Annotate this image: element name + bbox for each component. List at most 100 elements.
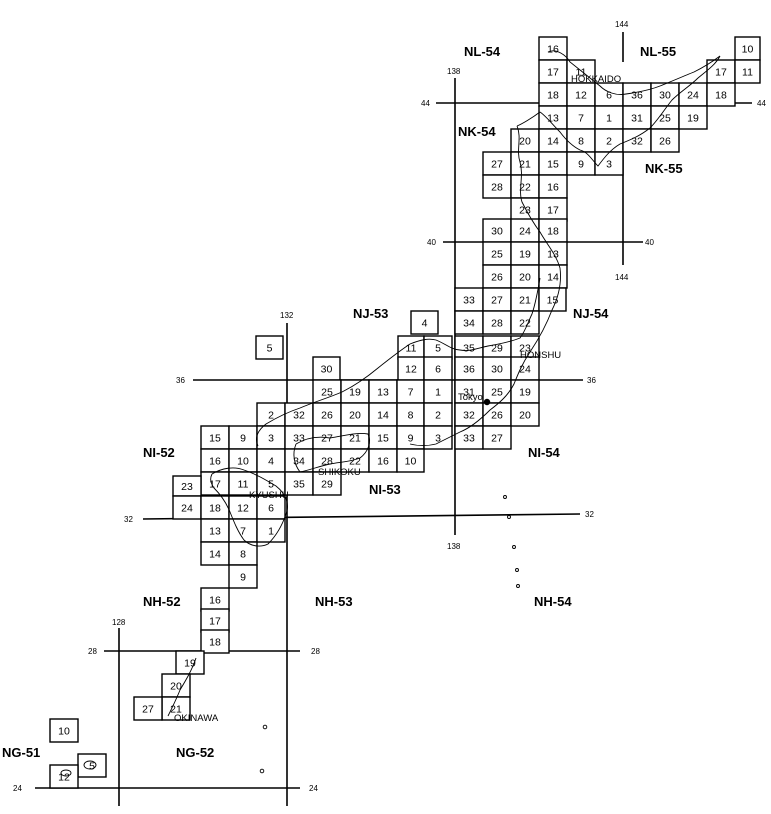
index-cell[interactable]: 34 xyxy=(454,310,484,335)
index-cell[interactable]: 15 xyxy=(538,287,567,312)
index-cell[interactable]: 3 xyxy=(256,425,286,450)
index-cell[interactable]: 32 xyxy=(284,402,314,427)
index-cell[interactable]: 7 xyxy=(566,105,596,130)
index-cell[interactable]: 14 xyxy=(200,541,230,566)
index-cell[interactable]: 4 xyxy=(256,448,286,473)
index-cell[interactable]: 26 xyxy=(482,402,512,427)
index-cell[interactable]: 20 xyxy=(510,402,540,427)
index-cell[interactable]: 27 xyxy=(482,287,512,312)
index-cell[interactable]: 12 xyxy=(566,82,596,107)
index-cell[interactable]: 19 xyxy=(678,105,708,130)
index-cell[interactable]: 28 xyxy=(482,310,512,335)
index-cell[interactable]: 27 xyxy=(133,696,163,721)
index-cell[interactable]: 3 xyxy=(423,425,453,450)
index-cell[interactable]: 35 xyxy=(284,471,314,496)
index-cell[interactable]: 18 xyxy=(538,218,568,243)
index-cell[interactable]: 24 xyxy=(678,82,708,107)
index-cell[interactable]: 14 xyxy=(538,264,568,289)
index-cell[interactable]: 17 xyxy=(706,59,736,84)
index-cell[interactable]: 33 xyxy=(454,287,484,312)
index-cell[interactable]: 1 xyxy=(256,518,286,543)
index-cell[interactable]: 15 xyxy=(200,425,230,450)
index-cell[interactable]: 16 xyxy=(538,36,568,61)
index-cell[interactable]: 14 xyxy=(538,128,568,153)
index-cell[interactable]: 8 xyxy=(566,128,596,153)
index-cell[interactable]: 35 xyxy=(454,335,484,360)
index-cell[interactable]: 16 xyxy=(200,587,230,612)
index-cell[interactable]: 30 xyxy=(650,82,680,107)
index-cell[interactable]: 18 xyxy=(200,495,230,520)
index-cell[interactable]: 27 xyxy=(482,151,512,176)
index-cell[interactable]: 4 xyxy=(410,310,439,335)
index-cell[interactable]: 13 xyxy=(538,105,568,130)
index-cell[interactable]: 12 xyxy=(397,356,425,381)
index-cell[interactable]: 10 xyxy=(396,448,425,473)
index-cell[interactable]: 10 xyxy=(228,448,258,473)
index-cell[interactable]: 8 xyxy=(396,402,425,427)
index-cell[interactable]: 28 xyxy=(482,174,512,199)
index-cell[interactable]: 18 xyxy=(200,629,230,654)
index-cell[interactable]: 22 xyxy=(510,174,540,199)
index-cell[interactable]: 6 xyxy=(423,356,453,381)
index-cell[interactable]: 19 xyxy=(510,241,540,266)
index-cell[interactable]: 20 xyxy=(510,128,540,153)
index-cell[interactable]: 25 xyxy=(482,241,512,266)
index-cell[interactable]: 18 xyxy=(538,82,568,107)
index-cell[interactable]: 1 xyxy=(423,379,453,404)
index-cell[interactable]: 11 xyxy=(734,59,761,84)
index-cell[interactable]: 15 xyxy=(368,425,398,450)
index-cell[interactable]: 21 xyxy=(510,151,540,176)
index-cell[interactable]: 30 xyxy=(482,218,512,243)
index-cell[interactable]: 29 xyxy=(312,471,342,496)
index-cell[interactable]: 32 xyxy=(454,402,484,427)
index-cell[interactable]: 9 xyxy=(228,564,258,589)
index-cell[interactable]: 20 xyxy=(340,402,370,427)
index-cell[interactable]: 17 xyxy=(200,471,230,496)
index-cell[interactable]: 24 xyxy=(510,218,540,243)
index-cell[interactable]: 23 xyxy=(510,197,540,222)
index-cell[interactable]: 3 xyxy=(594,151,624,176)
index-cell[interactable]: 34 xyxy=(284,448,314,473)
index-cell[interactable]: 22 xyxy=(510,310,540,335)
index-cell[interactable]: 2 xyxy=(256,402,286,427)
index-cell[interactable]: 30 xyxy=(482,356,512,381)
index-cell[interactable]: 20 xyxy=(510,264,540,289)
index-cell[interactable]: 19 xyxy=(340,379,370,404)
index-cell[interactable]: 29 xyxy=(482,335,512,360)
index-cell[interactable]: 19 xyxy=(175,650,205,675)
index-cell[interactable]: 36 xyxy=(622,82,652,107)
index-cell[interactable]: 19 xyxy=(510,379,540,404)
index-cell[interactable]: 26 xyxy=(482,264,512,289)
index-cell[interactable]: 5 xyxy=(77,753,107,778)
index-cell[interactable]: 15 xyxy=(538,151,568,176)
index-cell[interactable]: 17 xyxy=(538,59,568,84)
index-cell[interactable]: 21 xyxy=(510,287,540,312)
index-cell[interactable]: 27 xyxy=(482,425,512,450)
index-cell[interactable]: 36 xyxy=(454,356,484,381)
index-cell[interactable]: 18 xyxy=(706,82,736,107)
index-cell[interactable]: 33 xyxy=(454,425,484,450)
index-cell[interactable]: 30 xyxy=(312,356,341,381)
index-cell[interactable]: 17 xyxy=(200,608,230,633)
index-cell[interactable]: 26 xyxy=(650,128,680,153)
index-cell[interactable]: 5 xyxy=(255,335,284,360)
index-cell[interactable]: 10 xyxy=(734,36,761,61)
index-cell[interactable]: 14 xyxy=(368,402,398,427)
index-cell[interactable]: 1 xyxy=(594,105,624,130)
index-cell[interactable]: 20 xyxy=(161,673,191,698)
index-cell[interactable]: 21 xyxy=(340,425,370,450)
index-cell[interactable]: 11 xyxy=(397,335,425,360)
index-cell[interactable]: 31 xyxy=(622,105,652,130)
index-cell[interactable]: 13 xyxy=(368,379,398,404)
index-cell[interactable]: 25 xyxy=(312,379,342,404)
index-cell[interactable]: 23 xyxy=(510,335,540,360)
index-cell[interactable]: 26 xyxy=(312,402,342,427)
index-cell[interactable]: 16 xyxy=(538,174,568,199)
index-cell[interactable]: 9 xyxy=(228,425,258,450)
index-cell[interactable]: 23 xyxy=(172,475,202,497)
index-cell[interactable]: 10 xyxy=(49,718,79,743)
index-cell[interactable]: 13 xyxy=(200,518,230,543)
index-cell[interactable]: 2 xyxy=(423,402,453,427)
index-cell[interactable]: 12 xyxy=(49,764,79,789)
index-cell[interactable]: 24 xyxy=(172,495,202,520)
